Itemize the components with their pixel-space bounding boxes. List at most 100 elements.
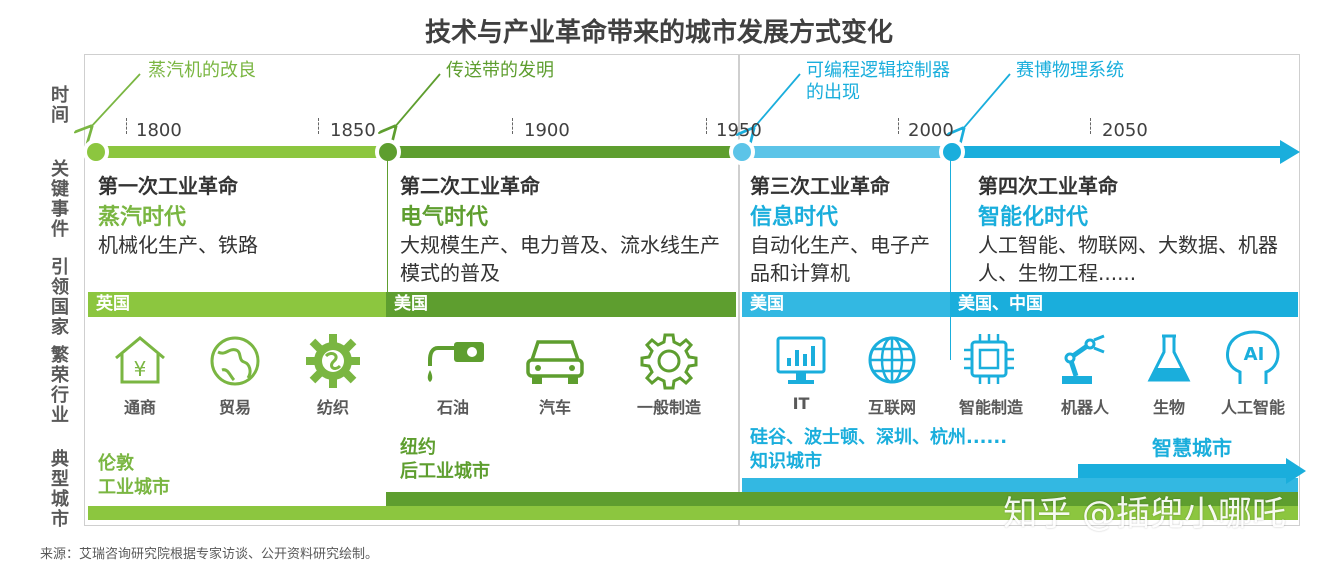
timeline-dots [83,139,965,165]
industry-label-smart-manufacturing: 智能制造 [958,398,1023,417]
globe-trade-icon [210,336,260,386]
event-desc: 大规模生产、电力普及、流水线生产模式的普及 [400,233,720,285]
tick-label-2050: 2050 [1102,120,1148,141]
timeline-dot-fourth [939,139,965,165]
svg-text:AI: AI [1244,344,1265,365]
city-bar-smart [1078,464,1288,478]
event-title: 第二次工业革命 [400,174,540,198]
side-label-leading-countries: 引领国家 [51,257,69,338]
industry-label-manufacturing: 一般制造 [636,398,701,417]
event-desc: 自动化生产、电子产品和计算机 [750,233,930,285]
chip-icon [964,334,1014,384]
tick-mark-1800 [126,118,127,134]
watermark: 知乎 @插兜小哪吒 [1003,494,1286,534]
city-knowledge: 硅谷、波士顿、深圳、杭州...... 知识城市 [750,426,1007,474]
event-desc: 人工智能、物联网、大数据、机器人、生物工程...... [978,233,1278,285]
house-yen-icon: ¥ [115,336,165,384]
event-fourth-revolution: 第四次工业革命 智能化时代 人工智能、物联网、大数据、机器人、生物工程.....… [978,170,1278,287]
industry-label-textile: 纺织 [316,398,349,417]
industry-label-robot: 机器人 [1060,398,1109,417]
timeline-segment-first [96,146,388,158]
car-icon [526,340,584,384]
annotation-plc: 可编程逻辑控制器的出现 [806,60,950,103]
arrow-plc [752,73,801,130]
chart-title: 技术与产业革命带来的城市发展方式变化 [424,18,893,48]
frame-left [84,54,740,526]
separator-fourth [950,160,951,360]
event-title: 第四次工业革命 [978,174,1118,198]
side-label-time: 时间 [51,85,69,126]
source-note: 来源：艾瑞咨询研究院根据专家访谈、公开资料研究绘制。 [40,547,379,562]
tick-mark-1850 [318,118,319,134]
country-band-third: 美国 [742,292,950,317]
tick-label-1800: 1800 [136,120,182,141]
side-label-key-events: 关键事件 [51,159,69,240]
globe-grid-icon [868,336,916,384]
timeline-segment-second [388,146,742,158]
event-third-revolution: 第三次工业革命 信息时代 自动化生产、电子产品和计算机 [750,170,946,287]
monitor-chart-icon [776,336,826,384]
arrow-cps [962,73,1011,130]
event-era: 电气时代 [400,205,489,230]
separator-second [387,160,388,292]
city-name: 纽约 [400,437,436,458]
tick-mark-1950 [706,118,707,134]
industry-label-trade-commerce: 通商 [123,398,156,417]
event-title: 第三次工业革命 [750,174,890,198]
event-era: 智能化时代 [978,205,1089,230]
tick-label-1950: 1950 [716,120,762,141]
annotation-cps: 赛博物理系统 [1016,60,1124,81]
side-label-prosperous-industries: 繁荣行业 [51,345,69,426]
city-bar-newyork [386,492,1298,506]
industry-label-oil: 石油 [436,398,469,417]
city-newyork: 纽约 后工业城市 [400,436,490,484]
tick-mark-2050 [1090,118,1091,134]
frame-right [738,54,1300,526]
timeline-arrowhead [1280,140,1300,164]
gear-icon [640,333,698,390]
side-label-typical-cities: 典型城市 [51,449,69,530]
city-name: 伦敦 [98,453,134,474]
city-bar-london [88,506,1298,520]
ai-head-icon: AI [1226,330,1280,384]
event-second-revolution: 第二次工业革命 电气时代 大规模生产、电力普及、流水线生产模式的普及 [400,170,720,287]
annotation-conveyor-belt: 传送带的发明 [446,60,554,81]
flask-icon [1147,334,1191,382]
tick-mark-2000 [898,118,899,134]
city-smart: 智慧城市 [1152,436,1232,460]
annotation-steam-engine: 蒸汽机的改良 [148,60,256,81]
tick-mark-1900 [512,118,513,134]
industry-label-it: IT [792,394,810,413]
timeline-segment-fourth [952,146,1282,158]
tick-label-1850: 1850 [330,120,376,141]
fuel-nozzle-icon [427,342,484,382]
event-era: 蒸汽时代 [98,205,187,230]
timeline-segment-third [742,146,952,158]
city-type: 知识城市 [750,451,822,472]
city-list: 硅谷、波士顿、深圳、杭州...... [750,427,1008,448]
city-bar-smart-arrowhead [1286,458,1306,484]
svg-text:¥: ¥ [134,357,147,381]
country-band-second: 美国 [386,292,736,317]
event-title: 第一次工业革命 [98,174,238,198]
city-type: 后工业城市 [400,461,490,482]
event-desc: 机械化生产、铁路 [98,233,258,257]
arrow-belt [394,73,441,128]
spinning-gear-icon [306,334,360,388]
industry-label-internet: 互联网 [867,398,916,417]
city-london: 伦敦 工业城市 [98,452,170,500]
country-band-first: 英国 [88,292,386,317]
industry-label-bio: 生物 [1152,398,1185,417]
tick-label-2000: 2000 [908,120,954,141]
event-era: 信息时代 [750,205,839,230]
timeline-dot-first [83,139,109,165]
city-bar-knowledge [742,478,1298,492]
timeline-dot-third [729,139,755,165]
city-type: 工业城市 [98,477,170,498]
robot-arm-icon [1062,334,1105,384]
industry-label-auto: 汽车 [538,398,571,417]
industry-label-ai: 人工智能 [1220,398,1285,417]
event-first-revolution: 第一次工业革命 蒸汽时代 机械化生产、铁路 [98,170,378,259]
tick-label-1900: 1900 [524,120,570,141]
